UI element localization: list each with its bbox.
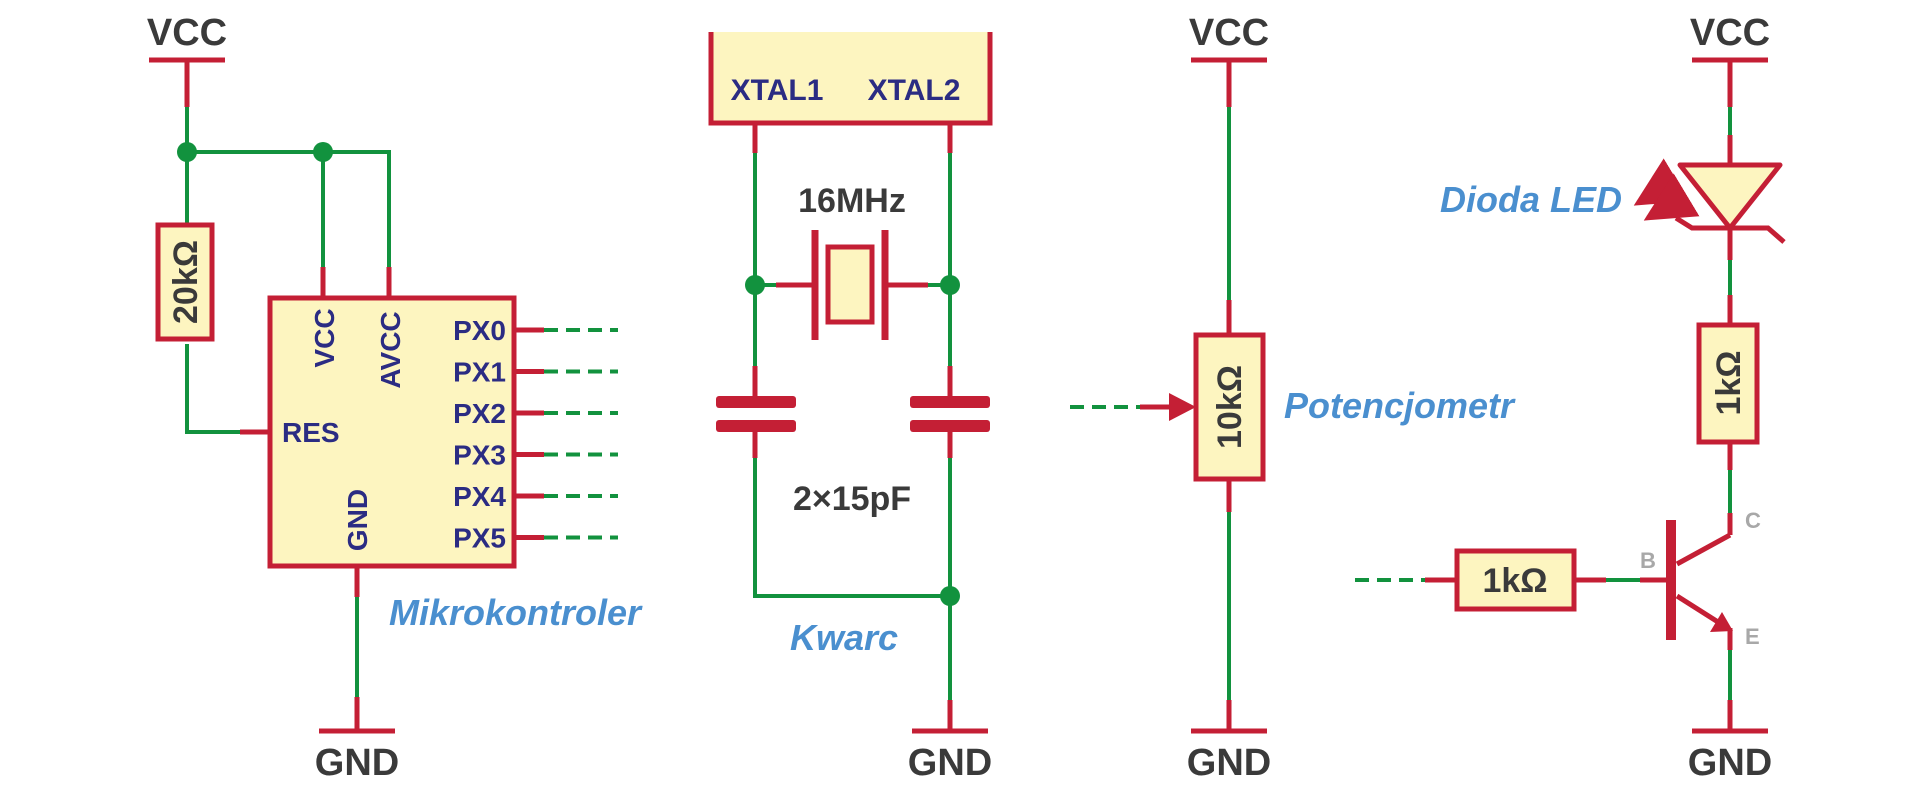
transistor-pin-e: E [1745, 624, 1760, 649]
wire [185, 344, 240, 434]
capacitor-plate [716, 396, 796, 408]
pull-up-resistor [155, 222, 215, 342]
base-resistor [1454, 548, 1577, 612]
gnd-label: GND [1187, 742, 1271, 784]
vcc-label: VCC [147, 12, 227, 54]
pin-px0: PX0 [453, 315, 506, 346]
capacitor-plate [716, 420, 796, 432]
crystal-circuit: XTAL1 XTAL2 16MHz 2×15pF [708, 32, 993, 784]
pin-px3: PX3 [453, 440, 506, 471]
potentiometer-value: 10kΩ [1211, 365, 1249, 449]
transistor-emitter [1675, 593, 1720, 625]
pin-px1: PX1 [453, 357, 506, 388]
potentiometer-circuit: VCC 10kΩ GND Potencjometr [1070, 12, 1516, 784]
pin-px2: PX2 [453, 398, 506, 429]
junction-dot [745, 275, 765, 295]
capacitor-plate [910, 396, 990, 408]
capacitor-value: 2×15pF [793, 480, 911, 518]
potentiometer-body [1193, 332, 1266, 482]
microcontroller-body [267, 295, 517, 569]
xtal2-label: XTAL2 [868, 74, 961, 107]
transistor-emitter-arrow [1710, 612, 1733, 632]
gnd-label: GND [1688, 742, 1772, 784]
pin-px4: PX4 [453, 481, 506, 512]
crystal-frequency: 16MHz [798, 182, 906, 220]
pin-gnd: GND [342, 489, 373, 551]
junction-dot [313, 142, 333, 162]
junction-dot [940, 586, 960, 606]
pin-res: RES [282, 417, 340, 448]
vcc-label: VCC [1189, 12, 1269, 54]
led-series-resistor-value: 1kΩ [1710, 350, 1748, 415]
pin-avcc: AVCC [375, 311, 406, 388]
microcontroller-caption: Mikrokontroler [389, 592, 643, 633]
wire [753, 458, 950, 598]
base-resistor-value: 1kΩ [1482, 562, 1547, 600]
transistor-collector [1675, 532, 1732, 567]
crystal-body [825, 244, 875, 325]
led-caption: Dioda LED [1440, 179, 1622, 220]
gnd-label: GND [908, 742, 992, 784]
transistor-pin-b: B [1640, 548, 1656, 573]
transistor-pin-c: C [1745, 508, 1761, 533]
junction-dot [177, 142, 197, 162]
crystal-caption: Kwarc [790, 617, 898, 658]
pin-vcc: VCC [309, 308, 340, 367]
led-light-arrow [1633, 158, 1690, 206]
junction-dot [940, 275, 960, 295]
wire [187, 150, 391, 267]
pull-up-value: 20kΩ [167, 240, 205, 324]
led-light-arrow [1643, 173, 1700, 221]
pin-px5: PX5 [453, 523, 506, 554]
led-driver-circuit: VCC Dioda LED 1kΩ C B E 1kΩ [1355, 12, 1786, 784]
wiper-arrow [1169, 393, 1196, 421]
microcontroller-circuit: VCC 20kΩ VCC AVCC RES GND PX0PX1PX2PX3PX… [147, 12, 643, 784]
vcc-label: VCC [1690, 12, 1770, 54]
gnd-label: GND [315, 742, 399, 784]
led-body [1677, 162, 1783, 231]
capacitor-plate [910, 420, 990, 432]
potentiometer-caption: Potencjometr [1284, 385, 1516, 426]
xtal1-label: XTAL1 [731, 74, 824, 107]
